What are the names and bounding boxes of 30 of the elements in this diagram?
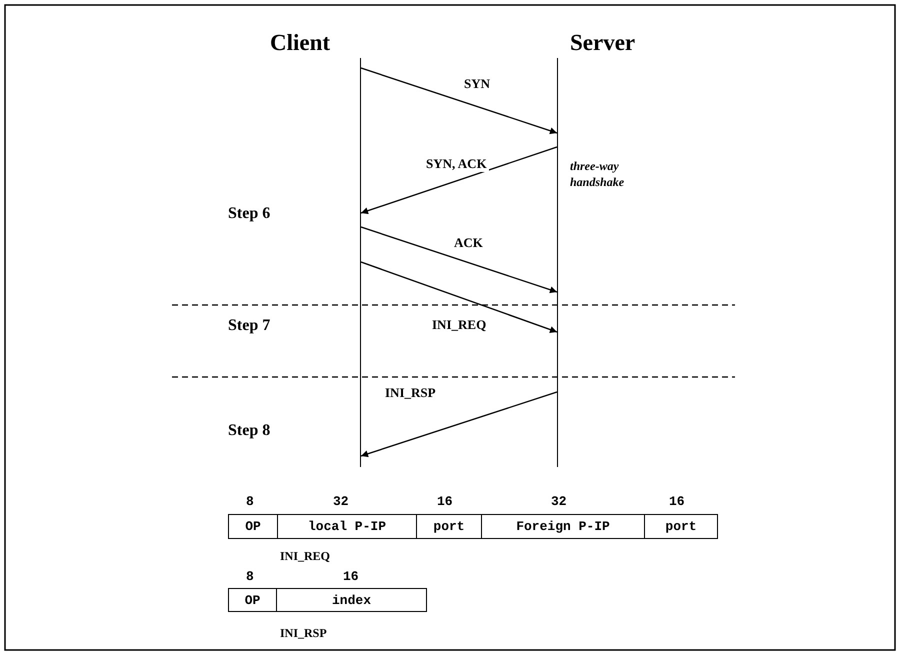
packet-field: Foreign P-IP xyxy=(481,514,645,539)
bit-width: 32 xyxy=(551,494,567,509)
bit-width: 16 xyxy=(343,569,359,584)
packet-field: OP xyxy=(228,588,277,612)
packet-field: OP xyxy=(228,514,278,539)
packet-name: INI_REQ xyxy=(280,549,330,564)
message-arrow xyxy=(360,391,558,458)
annotation: three-way handshake xyxy=(570,158,626,190)
packet-field: port xyxy=(416,514,482,539)
participant-label: Server xyxy=(570,30,636,56)
bit-width: 16 xyxy=(437,494,453,509)
step-label: Step 6 xyxy=(228,205,270,223)
message-arrow xyxy=(360,67,558,134)
step-label: Step 8 xyxy=(228,422,270,440)
bit-width: 8 xyxy=(246,569,254,584)
message-arrow xyxy=(360,226,558,294)
bit-width: 32 xyxy=(333,494,349,509)
message-label: INI_RSP xyxy=(383,385,438,401)
participant-label: Client xyxy=(270,30,330,56)
message-label: INI_REQ xyxy=(430,317,488,333)
message-label: SYN, ACK xyxy=(424,156,489,172)
bit-width: 16 xyxy=(669,494,685,509)
packet-field: port xyxy=(644,514,718,539)
packet-field: local P-IP xyxy=(277,514,417,539)
message-arrow xyxy=(360,146,558,214)
packet-field: index xyxy=(276,588,427,612)
step-label: Step 7 xyxy=(228,317,270,335)
message-arrow xyxy=(360,261,558,333)
bit-width: 8 xyxy=(246,494,254,509)
packet-name: INI_RSP xyxy=(280,626,327,641)
